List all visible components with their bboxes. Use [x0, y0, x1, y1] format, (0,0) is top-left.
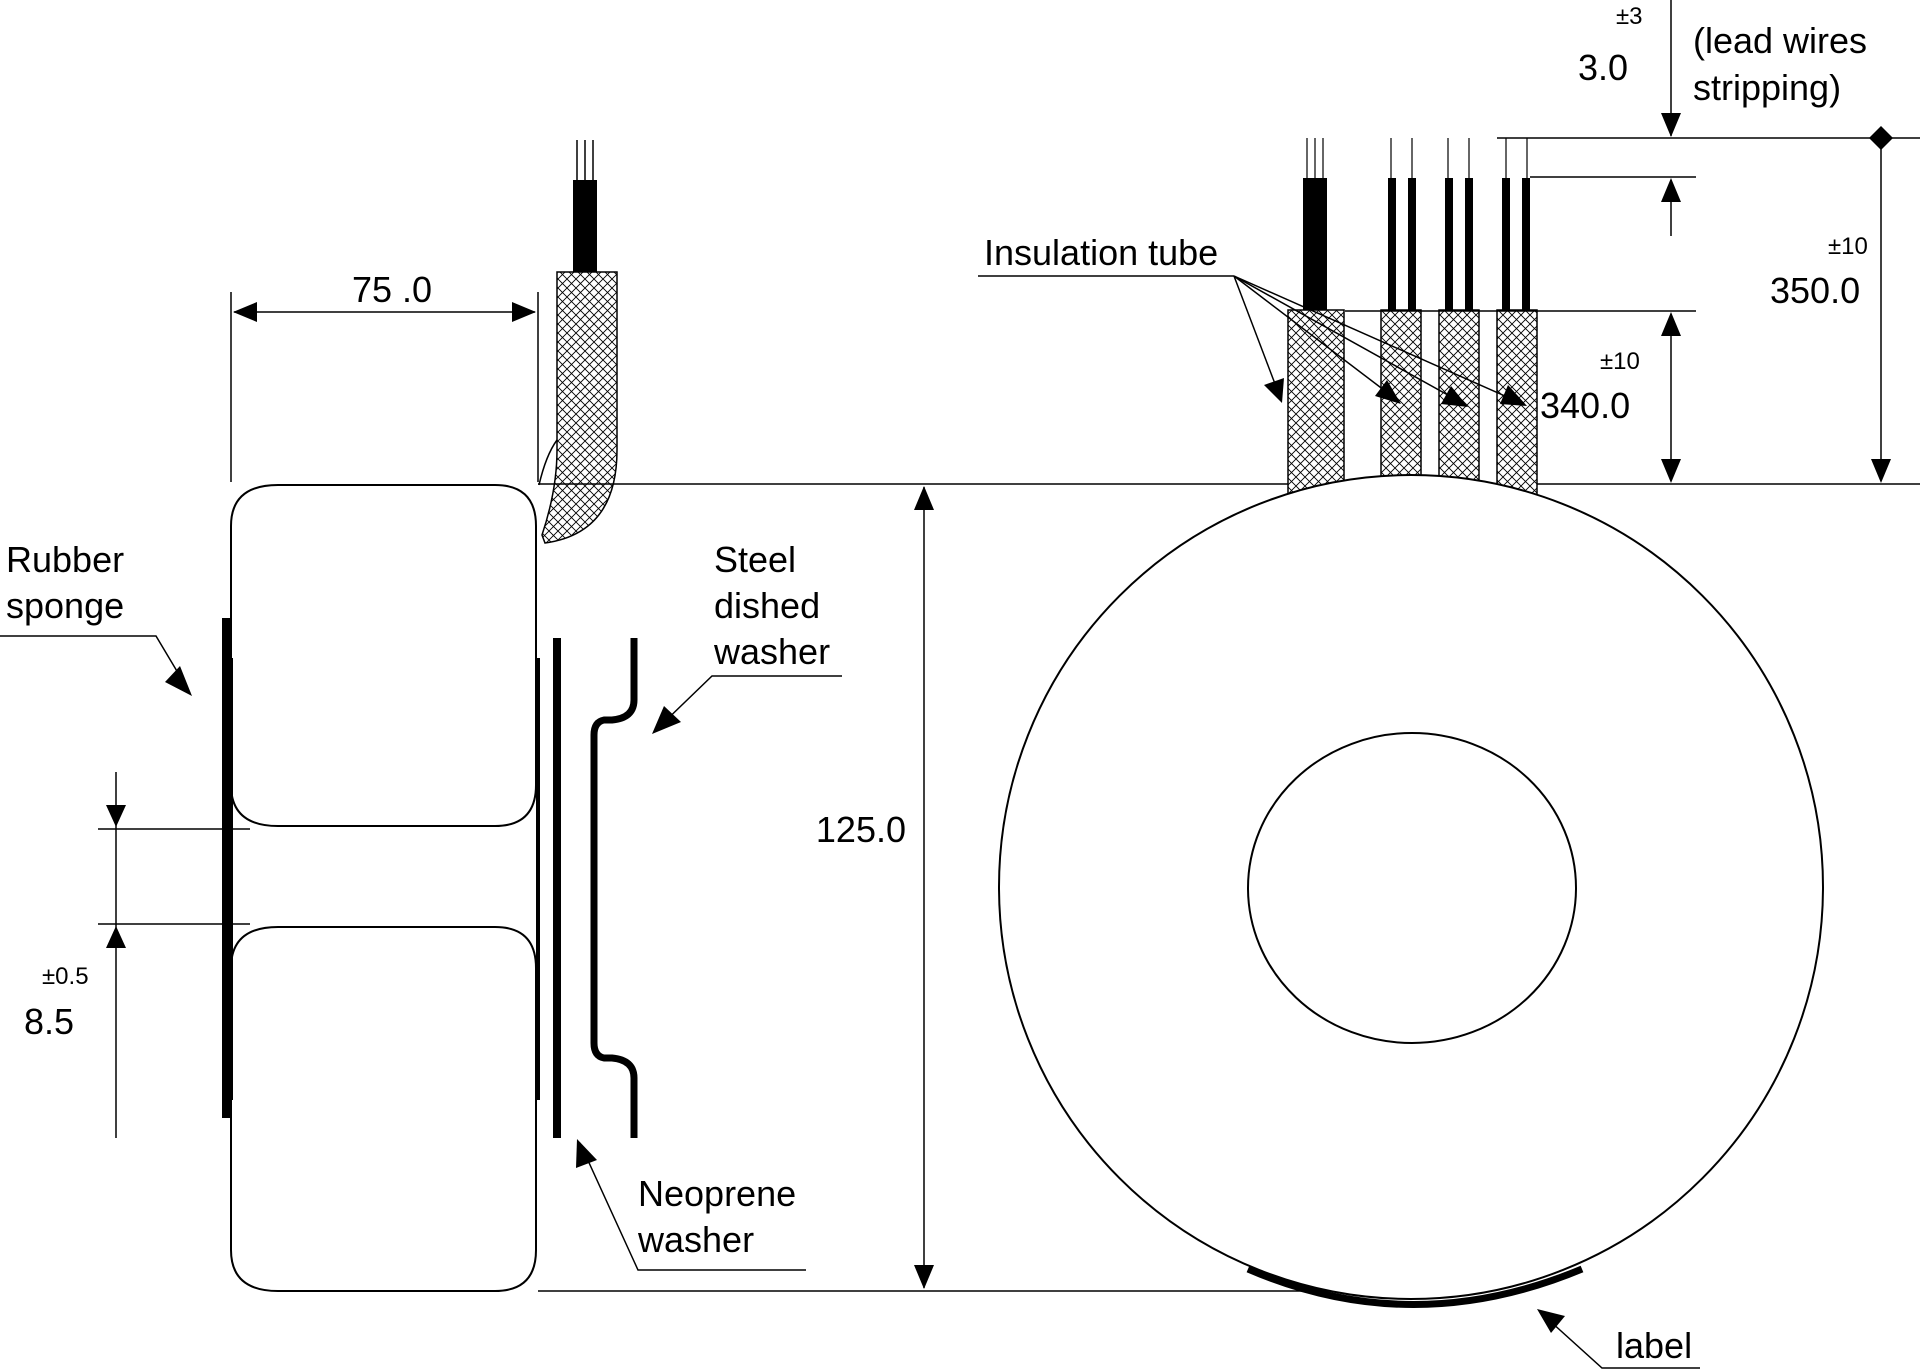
dimension-gap: ±0.5 8.5 — [24, 772, 250, 1138]
core-lower-section — [230, 926, 537, 1292]
dimension-lead-total-value: 350.0 — [1770, 270, 1860, 311]
neoprene-washer-callout: Neoprene washer — [576, 1139, 806, 1271]
lead-wires-stripping-line2: stripping) — [1693, 67, 1841, 108]
label-callout: label — [1537, 1309, 1700, 1369]
dimension-tube-length-tolerance: ±10 — [1600, 348, 1640, 375]
steel-dished-washer — [590, 638, 638, 1138]
insulation-tube-1 — [1287, 309, 1345, 501]
steel-washer-label-line3: washer — [713, 631, 830, 672]
dimension-stripping-value: 3.0 — [1578, 47, 1628, 88]
side-insulation-tube — [541, 271, 618, 544]
insulation-tube-callout: Insulation tube — [978, 232, 1527, 407]
rubber-sponge-label-line1: Rubber — [6, 539, 124, 580]
rubber-sponge-label-line2: sponge — [6, 585, 124, 626]
steel-washer-label-line1: Steel — [714, 539, 796, 580]
label-strip — [1246, 1265, 1584, 1308]
dimension-tube-length: ±10 340.0 — [1345, 310, 1696, 483]
insulation-tube-label: Insulation tube — [984, 232, 1218, 273]
neoprene-washer-label-line2: washer — [637, 1219, 754, 1260]
dimension-width-value: 75 .0 — [352, 269, 432, 310]
label-callout-text: label — [1616, 1325, 1692, 1366]
front-lead-tubes — [1287, 138, 1538, 501]
dimension-lead-total: ±10 350.0 — [1497, 126, 1920, 483]
neoprene-washer-label-line1: Neoprene — [638, 1173, 796, 1214]
dimension-tube-length-value: 340.0 — [1540, 385, 1630, 426]
dimension-stripping: ±3 3.0 (lead wires stripping) — [1578, 0, 1867, 236]
dimension-lead-total-tolerance: ±10 — [1828, 233, 1868, 260]
dimension-stripping-tolerance: ±3 — [1616, 3, 1643, 30]
dimension-height: 125.0 — [538, 483, 1920, 1292]
front-view: Insulation tube label ±10 340.0 — [978, 0, 1920, 1369]
neoprene-washer — [553, 638, 561, 1138]
toroid-hole — [1247, 732, 1577, 1044]
rubber-sponge — [222, 618, 231, 1118]
core-upper-section — [230, 484, 537, 827]
side-lead-bundle — [538, 140, 618, 544]
dimension-gap-tolerance: ±0.5 — [42, 963, 89, 990]
dimension-width: 75 .0 — [230, 269, 539, 482]
dimension-height-value: 125.0 — [816, 809, 906, 850]
side-view: 75 .0 ±0.5 8.5 Rubber sponge Steel dishe… — [0, 140, 1920, 1292]
steel-washer-label-line2: dished — [714, 585, 820, 626]
insulation-tube-2 — [1380, 309, 1422, 501]
lead-wires-stripping-line1: (lead wires — [1693, 20, 1867, 61]
rubber-sponge-callout: Rubber sponge — [0, 539, 192, 696]
steel-washer-callout: Steel dished washer — [652, 539, 842, 734]
dimension-gap-value: 8.5 — [24, 1001, 74, 1042]
